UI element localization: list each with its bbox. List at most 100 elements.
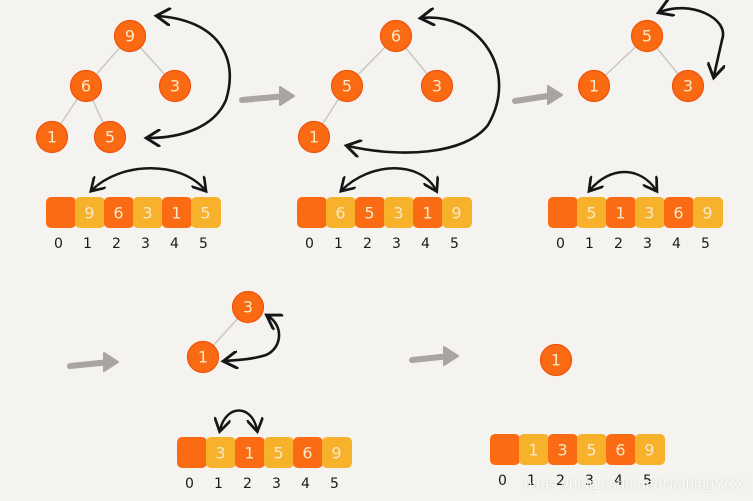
cell-value: 5 [364, 204, 374, 223]
cell-box [75, 197, 105, 228]
index-label: 1 [334, 236, 343, 252]
tree-node: 6 [69, 69, 103, 103]
cell-value: 3 [393, 204, 403, 223]
cell-box [322, 437, 352, 468]
index-label: 3 [585, 473, 594, 489]
index-label: 0 [305, 236, 314, 252]
node-value: 6 [81, 77, 91, 96]
tree-node: 5 [93, 120, 127, 154]
array-cell: 0 [46, 197, 76, 252]
index-label: 2 [243, 476, 252, 492]
tree-node: 1 [35, 120, 69, 154]
array-cell: 52 [355, 197, 385, 252]
cell-box [606, 197, 636, 228]
array-cell: 33 [384, 197, 414, 252]
node-value: 1 [198, 348, 208, 367]
watermark: https://blog.csdn.net/NothingYCX [524, 476, 745, 493]
node-value: 3 [170, 77, 180, 96]
node-circle [577, 69, 611, 103]
array-cell: 0 [297, 197, 327, 252]
cell-box [326, 197, 356, 228]
index-label: 5 [701, 236, 710, 252]
cell-value: 9 [84, 204, 94, 223]
array-cell: 53 [264, 437, 294, 492]
cell-value: 9 [702, 204, 712, 223]
array-cell: 95 [442, 197, 472, 252]
cell-box [413, 197, 443, 228]
cell-value: 6 [335, 204, 345, 223]
index-label: 2 [112, 236, 121, 252]
index-label: 2 [363, 236, 372, 252]
tree-node: 1 [297, 120, 331, 154]
cell-value: 9 [331, 444, 341, 463]
cell-box [133, 197, 163, 228]
cell-box [577, 197, 607, 228]
array-cell: 14 [413, 197, 443, 252]
cell-value: 3 [644, 204, 654, 223]
index-label: 3 [272, 476, 281, 492]
node-value: 3 [243, 298, 253, 317]
array-swap-arrow [590, 170, 656, 190]
array-cell: 64 [664, 197, 694, 252]
tree-node: 9 [113, 19, 147, 53]
node-value: 3 [432, 77, 442, 96]
tree-node: 6 [379, 19, 413, 53]
index-label: 4 [672, 236, 681, 252]
cell-box [384, 197, 414, 228]
array-cell: 61 [326, 197, 356, 252]
node-value: 6 [391, 27, 401, 46]
array-swap-arrow [92, 167, 205, 190]
cell-box [297, 197, 327, 228]
cell-box [235, 437, 265, 468]
node-value: 9 [125, 27, 135, 46]
index-label: 4 [170, 236, 179, 252]
cell-value: 5 [200, 204, 210, 223]
index-label: 3 [141, 236, 150, 252]
cell-box [191, 197, 221, 228]
array-cell: 64 [606, 434, 636, 489]
array-swap-arrow [342, 167, 436, 190]
next-step-arrow-icon [67, 352, 119, 372]
index-label: 5 [643, 473, 652, 489]
cell-box [162, 197, 192, 228]
node-value: 1 [551, 351, 561, 370]
array-cell: 0 [177, 437, 207, 492]
tree-node: 3 [231, 290, 265, 324]
cell-box [264, 437, 294, 468]
index-label: 5 [330, 476, 339, 492]
cell-box [206, 437, 236, 468]
array-cell: 95 [635, 434, 665, 489]
cell-value: 1 [244, 444, 254, 463]
cell-box [104, 197, 134, 228]
next-step-arrow-icon [512, 85, 563, 105]
flow-arrows [67, 85, 563, 372]
cell-box [490, 434, 520, 465]
cell-box [577, 434, 607, 465]
tree-node: 5 [630, 19, 664, 53]
cell-value: 1 [528, 441, 538, 460]
cell-box [635, 434, 665, 465]
cell-box [46, 197, 76, 228]
array-cell: 32 [548, 434, 578, 489]
index-label: 2 [556, 473, 565, 489]
cell-value: 6 [302, 444, 312, 463]
index-label: 0 [556, 236, 565, 252]
tree-node: 1 [186, 340, 220, 374]
tree-swap-arrow [225, 316, 279, 361]
array-cell: 53 [577, 434, 607, 489]
node-circle [35, 120, 69, 154]
index-label: 4 [421, 236, 430, 252]
node-circle [539, 343, 573, 377]
array-cell: 95 [322, 437, 352, 492]
cell-value: 1 [422, 204, 432, 223]
node-value: 5 [342, 77, 352, 96]
array-cell: 33 [133, 197, 163, 252]
array-cell: 95 [693, 197, 723, 252]
array-cell: 51 [577, 197, 607, 252]
cell-box [548, 434, 578, 465]
array-cell: 11 [519, 434, 549, 489]
next-step-arrow-icon [239, 86, 295, 106]
index-label: 1 [83, 236, 92, 252]
array-cell: 31 [206, 437, 236, 492]
